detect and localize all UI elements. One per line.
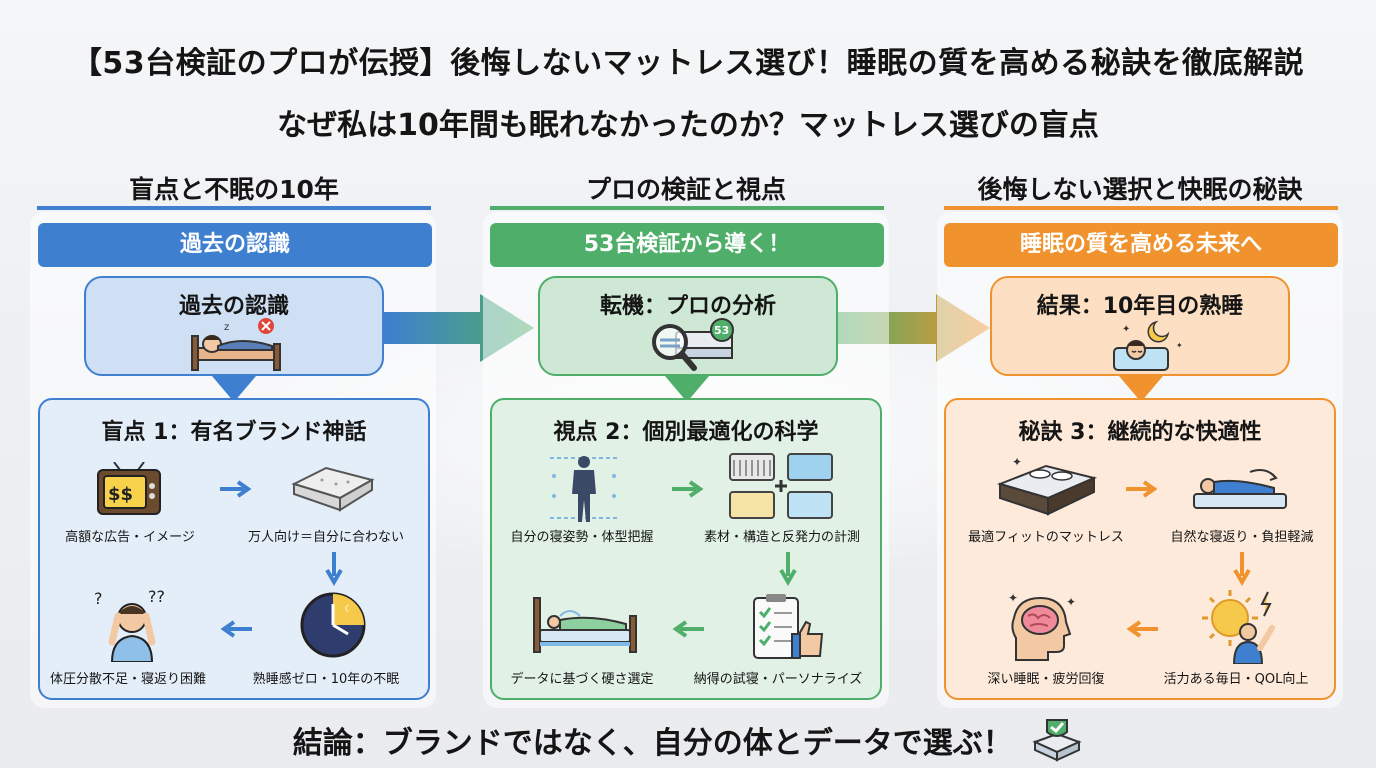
svg-text:z: z <box>224 322 229 333</box>
top-box-3-title: 結果：10年目の熟睡 <box>1036 294 1244 319</box>
big-box-2: 視点 2：個別最適化の科学 自分の寝姿勢・体型把握 素材・構造と反発力の計測 納… <box>490 398 882 700</box>
big-box-1: 盲点 1：有名ブランド神話 $$ 高額な広告・イメージ 万人向け＝自分に合わない… <box>38 398 430 700</box>
svg-text:✦: ✦ <box>1012 455 1022 469</box>
conclusion: 結論：ブランドではなく、自分の体とデータで選ぶ！ <box>0 718 1376 762</box>
item-caption-1-4: 体圧分散不足・寝返り困難 <box>49 672 206 687</box>
column-banner-3: 睡眠の質を高める未来へ <box>944 223 1338 267</box>
right-arrow-icon <box>1126 480 1158 498</box>
svg-text:✦: ✦ <box>1122 324 1130 335</box>
item-caption-2-1: 自分の寝姿勢・体型把握 <box>510 530 654 545</box>
rolling-sleeper-icon <box>1193 469 1287 509</box>
night-clock-icon: ☾ <box>300 592 366 658</box>
top-box-1: 過去の認識 z <box>84 276 384 376</box>
column-rule-1 <box>37 206 431 210</box>
item-caption-1-1: 高額な広告・イメージ <box>65 530 195 545</box>
sleepless-bed-icon: z <box>191 318 281 371</box>
mattress-icon <box>291 466 375 512</box>
big-box-1-title: 盲点 1：有名ブランド神話 <box>101 420 367 445</box>
approved-mattress-icon <box>1032 719 1082 762</box>
item-caption-3-2: 自然な寝返り・負担軽減 <box>1170 530 1314 545</box>
down-arrow-icon <box>1233 552 1251 586</box>
item-caption-3-3: 活力ある毎日・QOL向上 <box>1163 672 1309 687</box>
item-caption-2-3: 納得の試寝・パーソナライズ <box>693 672 863 687</box>
svg-text:✦: ✦ <box>1008 591 1018 605</box>
fitted-mattress-icon: ✦ <box>996 455 1098 516</box>
svg-text:?: ? <box>94 589 103 608</box>
item-caption-3-1: 最適フィットのマットレス <box>968 530 1124 545</box>
top-box-1-title: 過去の認識 <box>178 294 289 319</box>
column-header-3: 後悔しない選択と快眠の秘訣 <box>977 175 1303 204</box>
down-arrow-2 <box>665 376 709 402</box>
item-caption-2-2: 素材・構造と反発力の計測 <box>703 530 860 545</box>
right-arrow-icon <box>220 480 252 498</box>
mattress-layers-icon <box>729 453 833 519</box>
down-arrow-1 <box>212 376 256 402</box>
column-banner-1: 過去の認識 <box>38 223 432 267</box>
svg-text:✦: ✦ <box>1066 595 1076 609</box>
subtitle: なぜ私は10年間も眠れなかったのか？マットレス選びの盲点 <box>277 108 1099 143</box>
svg-text:??: ?? <box>148 587 165 606</box>
top-box-2-title: 転機：プロの分析 <box>599 294 776 319</box>
top-box-3: 結果：10年目の熟睡 ✦ ✦ <box>990 276 1290 376</box>
tv-dollar-icon: $$ <box>97 462 161 515</box>
peaceful-sleep-icon: ✦ ✦ <box>1113 320 1183 371</box>
magnifier-mattress-icon: 53 <box>652 318 734 371</box>
item-caption-1-3: 熟睡感ゼロ・10年の不眠 <box>252 672 400 687</box>
down-arrow-3 <box>1119 376 1163 402</box>
column-rule-3 <box>944 206 1338 210</box>
item-caption-3-4: 深い睡眠・疲労回復 <box>987 672 1105 687</box>
item-caption-1-2: 万人向け＝自分に合わない <box>247 530 404 545</box>
person-lying-icon <box>533 597 637 653</box>
confused-person-icon: ? ?? <box>94 587 165 662</box>
down-arrow-icon <box>325 552 343 586</box>
big-box-3: 秘訣 3：継続的な快適性 ✦ 最適フィットのマットレス 自然な寝返り・負担軽減 … <box>944 398 1336 700</box>
main-title: 【53台検証のプロが伝授】後悔しないマットレス選び！睡眠の質を高める秘訣を徹底解… <box>71 46 1305 81</box>
column-rule-2 <box>490 206 884 210</box>
body-scan-icon <box>550 456 618 522</box>
down-arrow-icon <box>779 552 797 586</box>
svg-text:$$: $$ <box>108 484 133 505</box>
left-arrow-icon <box>672 620 704 638</box>
right-arrow-icon <box>672 480 704 498</box>
column-banner-2: 53台検証から導く！ <box>490 223 884 267</box>
left-arrow-icon <box>1126 620 1158 638</box>
column-header-1: 盲点と不眠の10年 <box>129 175 339 204</box>
badge-53: 53 <box>714 324 729 337</box>
column-header-2: プロの検証と視点 <box>585 175 786 204</box>
top-box-2: 転機：プロの分析 53 <box>538 276 838 376</box>
big-box-2-title: 視点 2：個別最適化の科学 <box>553 420 819 445</box>
item-caption-2-4: データに基づく硬さ選定 <box>510 672 654 687</box>
left-arrow-icon <box>220 620 252 638</box>
brain-icon: ✦ ✦ <box>1008 591 1076 661</box>
svg-text:✦: ✦ <box>1176 341 1183 350</box>
svg-text:☾: ☾ <box>344 604 353 615</box>
checklist-thumb-icon <box>753 594 824 659</box>
big-box-3-title: 秘訣 3：継続的な快適性 <box>1018 420 1262 445</box>
energetic-sun-icon <box>1202 590 1275 664</box>
conclusion-text: 結論：ブランドではなく、自分の体とデータで選ぶ！ <box>292 726 1013 761</box>
